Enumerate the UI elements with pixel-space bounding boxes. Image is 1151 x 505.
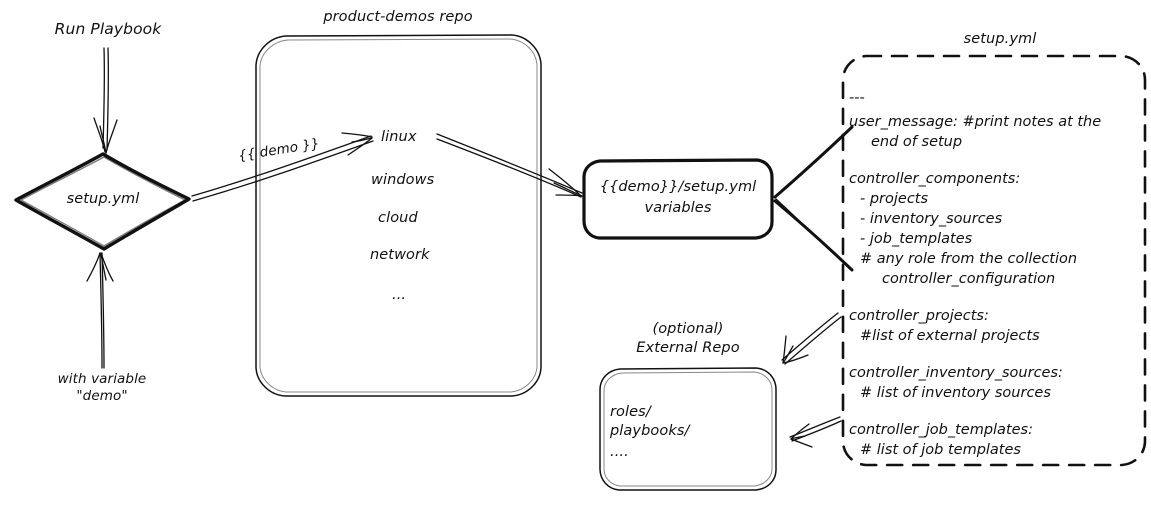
setup-yml-line: - projects [860,191,929,207]
setup-yml-line: - job_templates [860,231,973,247]
external-repo-line-playbooks: playbooks/ [610,423,690,439]
setup-yml-line: - inventory_sources [860,211,1003,227]
repo-item-linux: linux [381,129,417,145]
external-repo-line-roles: roles/ [610,404,651,420]
edge-with-variable-to-diamond [86,252,114,369]
label-product-demos-repo: product-demos repo [323,9,473,25]
setup-yml-line: --- [849,90,865,106]
setup-yml-line: controller_projects: [849,308,989,324]
setup-yml-line: controller_job_templates: [849,422,1033,438]
node-external-repo-box [599,367,777,491]
label-setup-yml-title: setup.yml [963,31,1037,47]
repo-item-ellipsis: ... [392,287,407,303]
edge-controller-projects-to-external-repo [781,312,842,365]
label-entry-diamond: setup.yml [66,191,140,207]
label-run-playbook: Run Playbook [54,20,162,38]
label-variables-box-line2: variables [644,200,712,216]
repo-item-windows: windows [371,172,435,188]
setup-yml-line: controller_configuration [882,271,1056,287]
external-repo-line-ellipsis: .... [610,444,629,460]
repo-item-network: network [370,247,430,263]
setup-yml-line: controller_components: [849,171,1021,187]
edge-controller-job-templates-to-external-repo [789,416,842,448]
label-variables-box-line1: {{demo}}/setup.yml [599,179,757,195]
edge-diamond-to-linux [191,132,374,202]
node-entry-diamond [14,152,191,251]
setup-yml-content: --- user_message: #print notes at the end … [849,88,1145,477]
label-external-repo-title: (optional) External Repo [636,321,740,356]
setup-yml-line: #list of external projects [860,328,1040,344]
setup-yml-block-user-message: user_message: #print notes at the end of … [849,112,1145,152]
setup-yml-block-doc-start: --- [849,88,1145,108]
setup-yml-line: # list of job templates [860,442,1021,458]
node-variables-box [582,158,774,240]
setup-yml-line: user_message: #print notes at the [849,114,1102,130]
node-repo-box [255,34,542,397]
setup-yml-block-controller-job-templates: controller_job_templates: # list of job t… [849,420,1145,460]
setup-yml-line: # any role from the collection [860,251,1078,267]
edge-linux-to-variables [436,133,583,198]
setup-yml-line: end of setup [871,134,963,150]
node-setup-yml-box [841,54,1147,467]
setup-yml-line: # list of inventory sources [860,385,1051,401]
setup-yml-line: controller_inventory_sources: [849,365,1063,381]
repo-item-cloud: cloud [378,210,418,226]
setup-yml-block-controller-components: controller_components: - projects - invent… [849,169,1145,289]
setup-yml-block-controller-projects: controller_projects: #list of external pr… [849,306,1145,346]
edge-run-playbook-to-diamond [93,47,118,154]
label-with-variable: with variable "demo" [57,371,147,405]
setup-yml-block-controller-inventory-sources: controller_inventory_sources: # list of i… [849,363,1145,403]
edge-setupyml-to-variables [773,125,854,272]
